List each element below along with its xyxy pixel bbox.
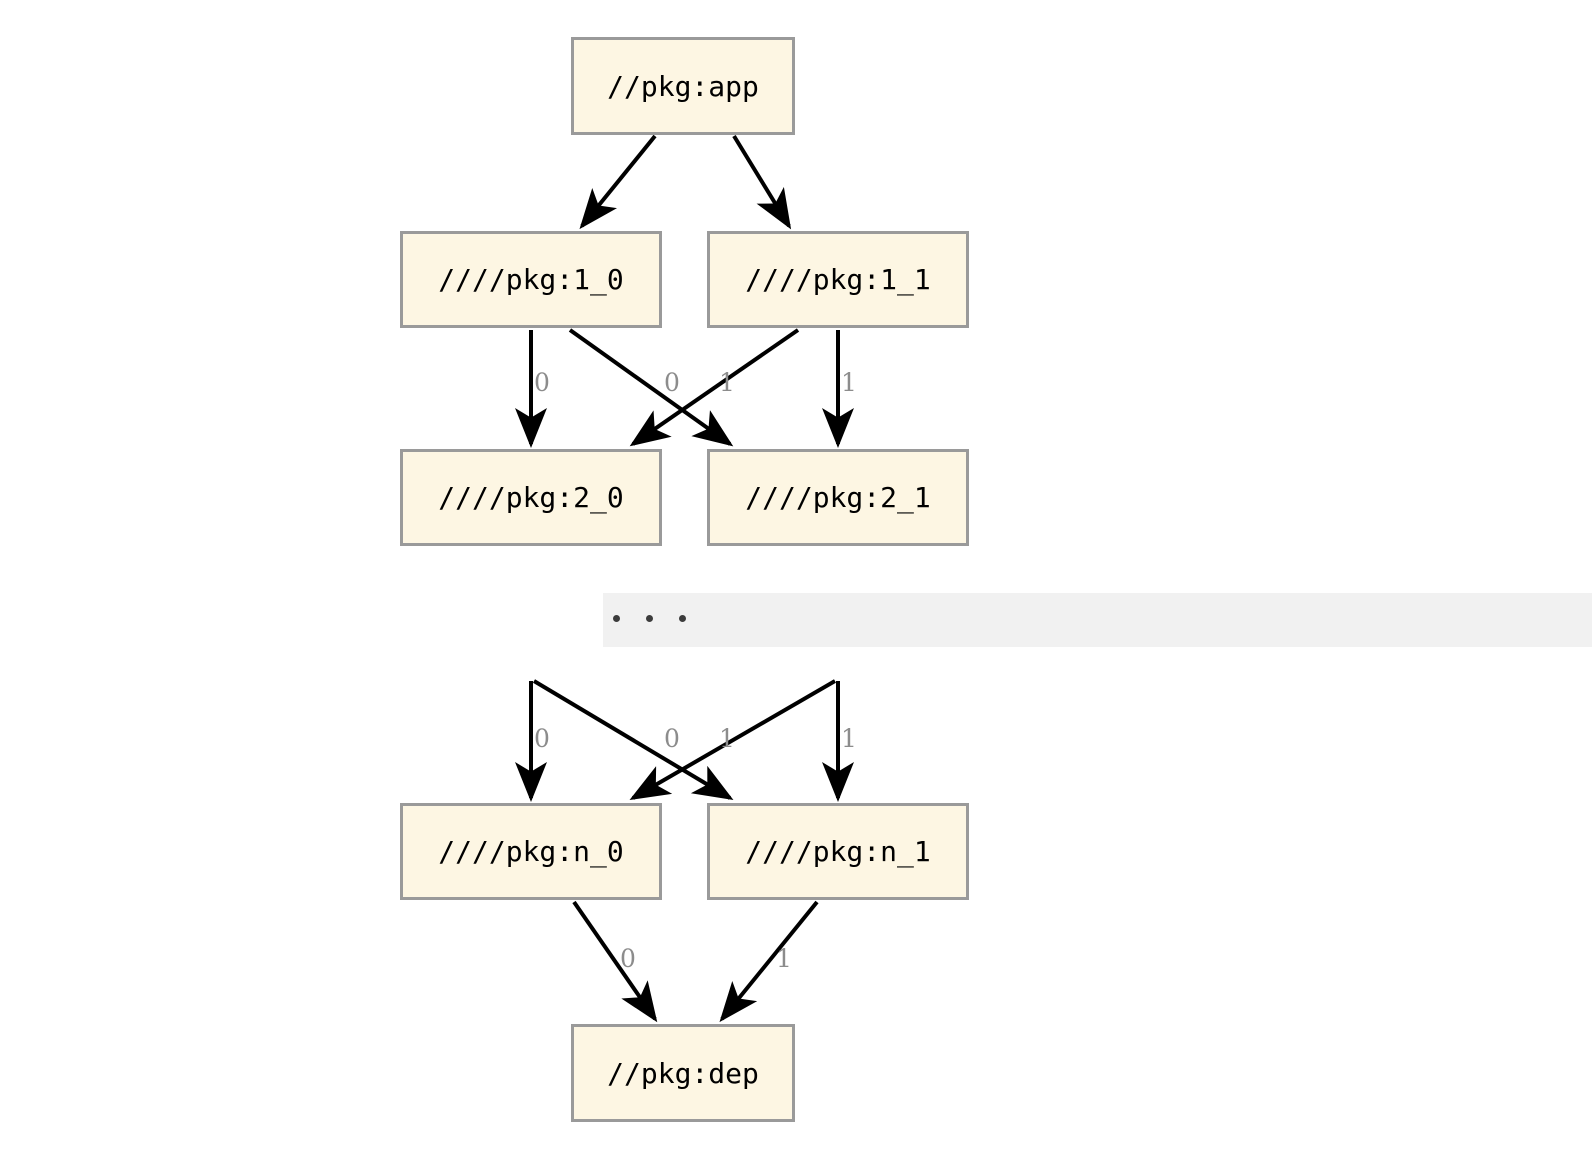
ellipsis-dot: [679, 615, 686, 622]
node-label: ////pkg:n_0: [438, 835, 624, 868]
node-label: ////pkg:1_0: [438, 263, 624, 296]
edge-app-to-n1_1: [732, 134, 792, 230]
ellipsis-dot: [646, 615, 653, 622]
ellipsis-band: [603, 593, 1592, 647]
node-label: //pkg:app: [607, 69, 759, 103]
edge-n1_1-to-n2_0: [629, 328, 800, 447]
edge-app-to-n1_0: [579, 134, 657, 230]
node-n1_0[interactable]: ////pkg:1_0: [400, 231, 662, 328]
node-app[interactable]: //pkg:app: [571, 37, 795, 135]
edge-label-n1_0-to-n2_0: 0: [534, 368, 550, 397]
node-label: ////pkg:2_1: [745, 481, 931, 514]
node-dep[interactable]: //pkg:dep: [571, 1024, 795, 1122]
edge-n1_0-to-n2_1: [568, 328, 734, 447]
edge-label-n1_1-to-n2_0: 1: [719, 368, 735, 397]
node-label: ////pkg:1_1: [745, 263, 931, 296]
node-nn_0[interactable]: ////pkg:n_0: [400, 803, 662, 900]
ellipsis-dot: [613, 615, 620, 622]
edge-label-hidden_left-to-nn_0: 0: [534, 724, 550, 753]
edge-nn_1-to-dep: [719, 900, 819, 1023]
node-label: //pkg:dep: [607, 1056, 759, 1090]
edge-label-nn_0-to-dep: 0: [620, 944, 636, 973]
node-n1_1[interactable]: ////pkg:1_1: [707, 231, 969, 328]
edge-label-n1_1-to-n2_1: 1: [841, 368, 857, 397]
edge-nn_0-to-dep: [572, 900, 658, 1023]
edge-label-nn_1-to-dep: 1: [776, 944, 792, 973]
edge-label-hidden_right-to-nn_0: 1: [719, 724, 735, 753]
ellipsis-dots-icon: [613, 615, 686, 622]
node-n2_1[interactable]: ////pkg:2_1: [707, 449, 969, 546]
edge-hidden_left-to-nn_1: [532, 679, 734, 801]
node-label: ////pkg:n_1: [745, 835, 931, 868]
node-n2_0[interactable]: ////pkg:2_0: [400, 449, 662, 546]
edges-group: [515, 134, 854, 1023]
edge-hidden_right-to-nn_0: [629, 679, 837, 801]
edge-label-hidden_right-to-nn_1: 1: [841, 724, 857, 753]
edge-label-n1_0-to-n2_1: 0: [664, 368, 680, 397]
edge-label-hidden_left-to-nn_1: 0: [664, 724, 680, 753]
node-label: ////pkg:2_0: [438, 481, 624, 514]
node-nn_1[interactable]: ////pkg:n_1: [707, 803, 969, 900]
